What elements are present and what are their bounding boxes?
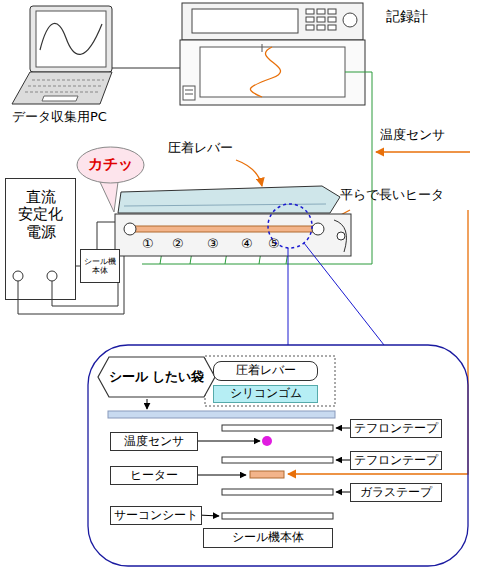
lever-box: 圧着レバー bbox=[213, 361, 318, 381]
data-cable bbox=[112, 68, 180, 69]
lever-arrow bbox=[236, 160, 262, 186]
text-holder: シール したい袋 bbox=[109, 370, 205, 385]
layer-arrow bbox=[336, 492, 350, 493]
power-supply: 直流 安定化 電源 bbox=[5, 178, 76, 300]
layer-box: 温度センサ bbox=[110, 432, 198, 451]
callout-number: ③ bbox=[207, 237, 219, 252]
power-wire bbox=[18, 256, 124, 314]
bag-strip bbox=[108, 411, 335, 418]
node-text: テフロンテープ bbox=[354, 454, 438, 468]
node-text: カチッ bbox=[88, 156, 133, 173]
sealing-machine bbox=[115, 186, 351, 256]
node-text: シリコンゴム bbox=[230, 387, 302, 401]
device-label: 記録計 bbox=[386, 8, 428, 24]
heater-strip bbox=[250, 471, 284, 478]
terminal bbox=[13, 271, 23, 281]
layer-arrow bbox=[336, 428, 350, 429]
node-text: 圧着レバー bbox=[236, 364, 296, 378]
teflon-strip bbox=[222, 425, 333, 431]
part-label: 平らで長いヒータ bbox=[340, 188, 444, 203]
rubber-box: シリコンゴム bbox=[213, 385, 318, 403]
lever-group bbox=[205, 356, 335, 406]
part-label: 圧着レバー bbox=[168, 141, 233, 156]
node-text: シール機本体 bbox=[232, 531, 304, 545]
callout-number: ⑤ bbox=[268, 237, 280, 252]
text-holder: シール機本体 bbox=[232, 531, 304, 545]
node-text: ヒーター bbox=[130, 469, 178, 483]
node-text: 直流 安定化 電源 bbox=[6, 189, 75, 241]
text-holder: テフロンテープ bbox=[354, 454, 438, 468]
node-text: テフロンテープ bbox=[354, 422, 438, 436]
layer-box: テフロンテープ bbox=[350, 419, 442, 438]
text-holder: カチッ bbox=[88, 156, 133, 173]
sensor-dot bbox=[262, 436, 272, 446]
speech-bubble: カチッ bbox=[76, 146, 145, 184]
bubble-tail bbox=[100, 182, 118, 212]
text-holder: シリコンゴム bbox=[230, 387, 302, 401]
machine-box: シール機 本体 bbox=[80, 249, 120, 283]
sheet-strip bbox=[222, 513, 333, 519]
layer-arrow bbox=[198, 441, 260, 442]
layer-arrow bbox=[198, 475, 246, 476]
part-label: 温度センサ bbox=[380, 128, 445, 143]
text-holder: シール機 本体 bbox=[81, 257, 119, 275]
layer-box: サーコンシート bbox=[110, 506, 202, 525]
text-holder: ガラステープ bbox=[360, 486, 432, 500]
device-label: データ収集用PC bbox=[12, 110, 107, 125]
terminal bbox=[47, 271, 57, 281]
laptop bbox=[12, 6, 112, 104]
text-holder: 温度センサ bbox=[124, 435, 184, 449]
node-text: 温度センサ bbox=[124, 435, 184, 449]
callout-number: ① bbox=[142, 237, 154, 252]
recorder bbox=[180, 3, 365, 105]
layer-arrow bbox=[336, 460, 350, 461]
text-holder: 圧着レバー bbox=[236, 364, 296, 378]
bag-arrow bbox=[147, 399, 148, 409]
layer-box: テフロンテープ bbox=[350, 451, 442, 470]
text-holder: テフロンテープ bbox=[354, 422, 438, 436]
sensor-arrow bbox=[376, 151, 470, 152]
node-text: シール機 本体 bbox=[81, 257, 119, 275]
text-holder: ヒーター bbox=[130, 469, 178, 483]
callout-number: ④ bbox=[241, 237, 253, 252]
node-text: シール したい袋 bbox=[109, 370, 205, 385]
layer-box: ヒーター bbox=[110, 466, 198, 485]
teflon-strip bbox=[222, 457, 333, 463]
glass-strip bbox=[222, 489, 333, 495]
node-text: ガラステープ bbox=[360, 486, 432, 500]
bag-hexagon: シール したい袋 bbox=[97, 356, 216, 398]
node-text: サーコンシート bbox=[114, 509, 198, 523]
text-holder: 直流 安定化 電源 bbox=[6, 189, 75, 241]
detail-leader bbox=[288, 243, 384, 345]
callout-number: ② bbox=[172, 237, 184, 252]
layer-box: ガラステープ bbox=[350, 483, 442, 502]
text-holder: サーコンシート bbox=[114, 509, 198, 523]
detail-region bbox=[88, 345, 468, 566]
machine-box: シール機本体 bbox=[203, 528, 333, 548]
